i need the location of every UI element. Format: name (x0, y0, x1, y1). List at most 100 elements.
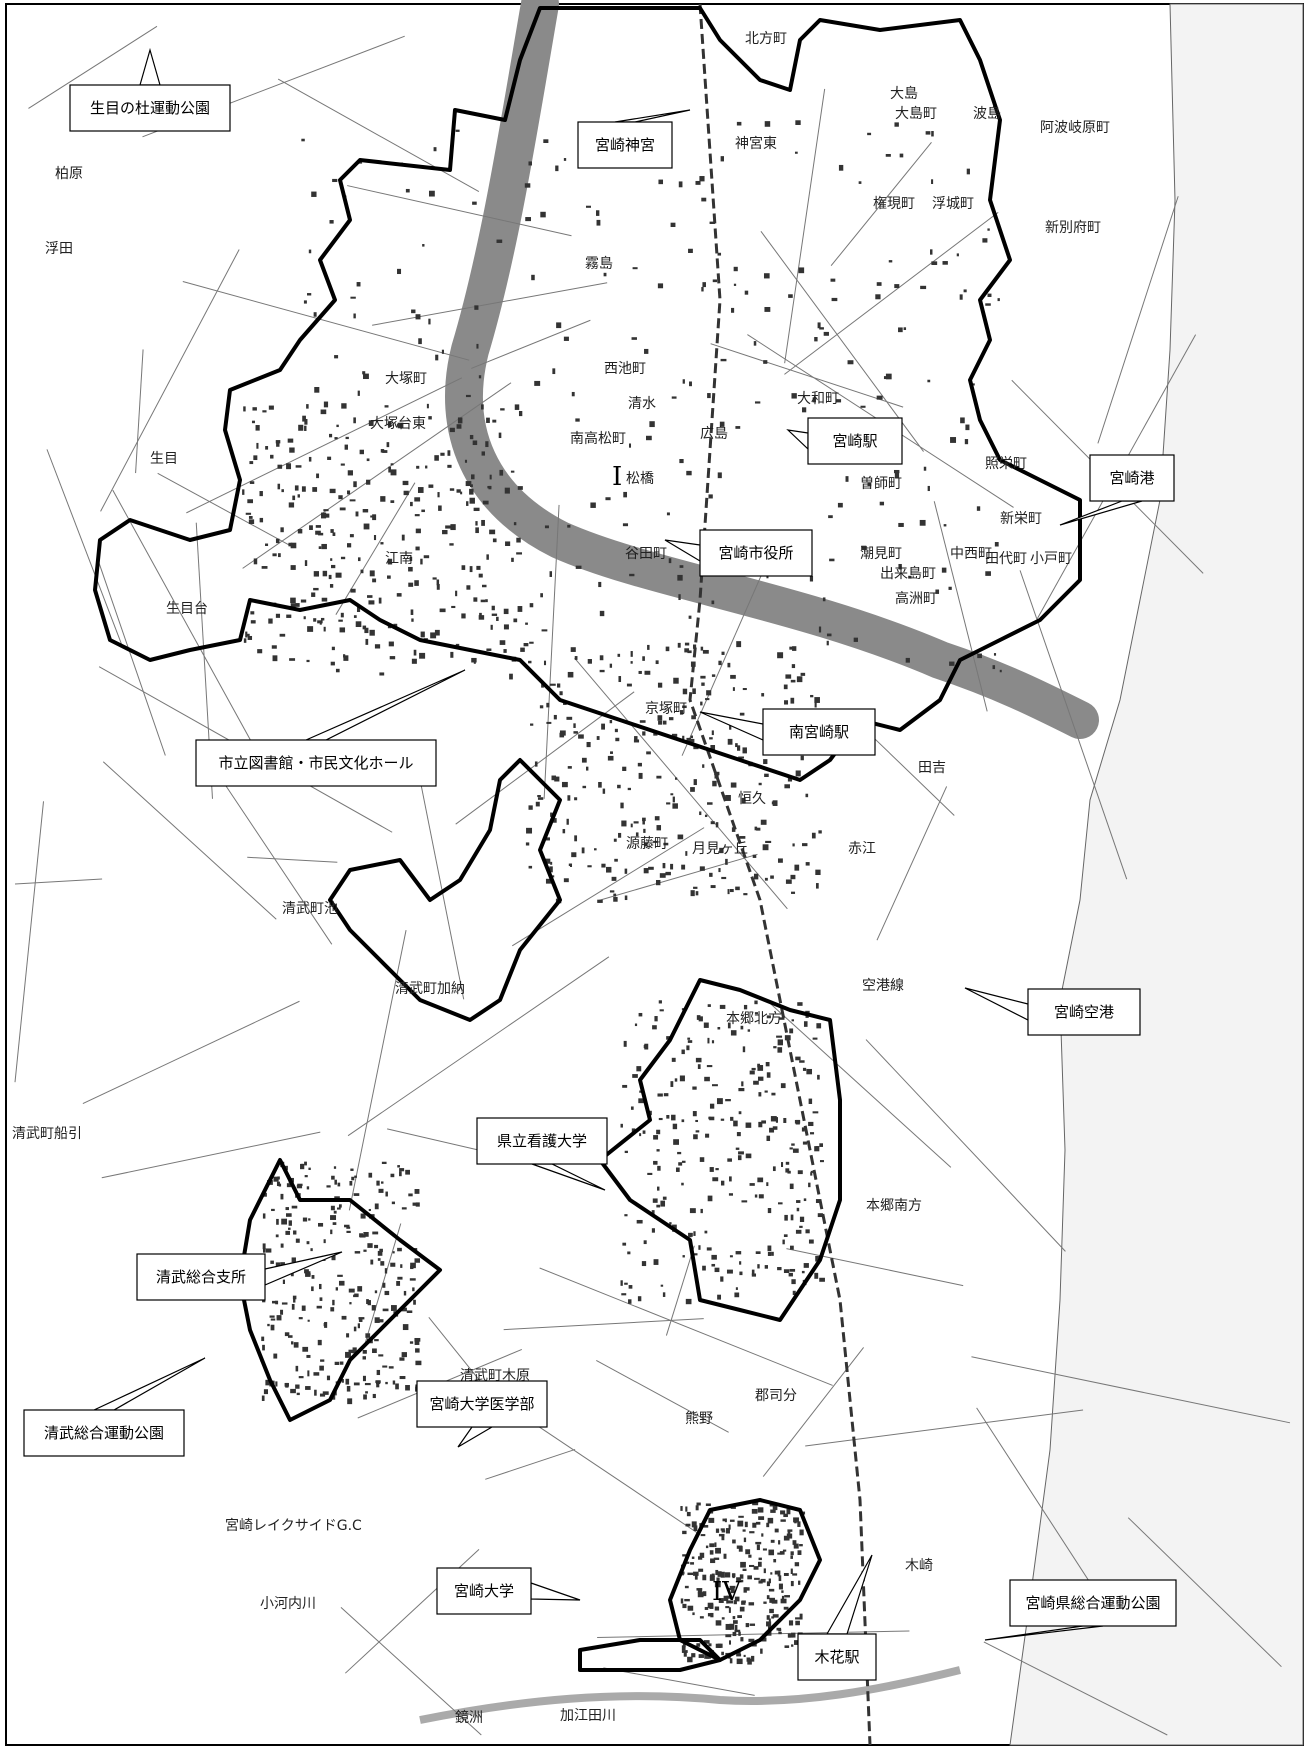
building-dot (789, 1268, 796, 1272)
building-dot (943, 524, 947, 527)
building-dot (690, 890, 695, 897)
building-dot (712, 279, 718, 283)
building-dot (767, 1208, 772, 1214)
building-dot (763, 1568, 766, 1574)
building-dot (330, 1229, 333, 1235)
building-dot (656, 1129, 661, 1135)
building-dot (352, 1347, 357, 1354)
building-dot (418, 338, 422, 345)
building-dot (784, 1214, 788, 1221)
building-dot (279, 633, 286, 637)
building-dot (644, 670, 651, 675)
building-dot (411, 658, 417, 664)
building-dot (695, 180, 701, 185)
building-dot (799, 1544, 803, 1547)
building-dot (262, 410, 267, 413)
building-dot (275, 1300, 279, 1305)
building-dot (814, 701, 817, 708)
building-dot (313, 312, 317, 317)
road-segment (786, 1248, 964, 1287)
building-dot (574, 656, 578, 660)
building-dot (575, 418, 580, 422)
building-dot (783, 684, 788, 690)
building-dot (360, 1213, 366, 1219)
building-dot (333, 1210, 337, 1214)
building-dot (573, 723, 576, 728)
building-dot (414, 1339, 420, 1345)
building-dot (586, 766, 589, 771)
building-dot (700, 646, 704, 651)
building-dot (301, 1305, 306, 1311)
building-dot (767, 1626, 771, 1629)
building-dot (787, 776, 793, 782)
building-dot (252, 407, 257, 411)
building-dot (985, 303, 991, 306)
building-dot (511, 557, 514, 562)
building-dot (766, 1182, 769, 1187)
building-dot (875, 294, 881, 300)
building-dot (699, 1157, 705, 1162)
building-dot (795, 1617, 801, 1620)
building-dot (672, 803, 678, 809)
building-dot (381, 1161, 387, 1165)
building-dot (789, 646, 793, 650)
building-dot (392, 1380, 396, 1385)
building-dot (977, 653, 982, 659)
building-dot (367, 1300, 371, 1306)
building-dot (250, 611, 255, 615)
building-dot (812, 1037, 818, 1040)
building-dot (663, 1093, 669, 1097)
building-dot (711, 600, 715, 605)
building-dot (805, 1229, 810, 1234)
building-dot (818, 626, 822, 633)
building-dot (442, 530, 448, 535)
road-segment (135, 349, 144, 474)
building-dot (792, 1290, 796, 1296)
building-dot (420, 558, 423, 565)
place-name: 加江田川 (560, 1708, 616, 1724)
building-dot (630, 661, 633, 664)
building-dot (778, 1540, 781, 1545)
building-dot (714, 772, 719, 779)
place-name: 小河内川 (260, 1596, 316, 1612)
building-dot (714, 1542, 717, 1547)
building-dot (434, 629, 440, 636)
building-dot (399, 1171, 402, 1177)
building-dot (781, 1595, 785, 1600)
building-dot (415, 546, 420, 551)
building-dot (311, 592, 316, 597)
building-dot (397, 1247, 402, 1252)
building-dot (409, 1278, 416, 1281)
building-dot (526, 827, 533, 834)
building-dot (402, 1324, 409, 1331)
building-dot (643, 1240, 647, 1245)
building-dot (767, 1251, 772, 1256)
building-dot (513, 522, 517, 526)
building-dot (598, 581, 602, 588)
road-segment (597, 1630, 910, 1639)
building-dot (449, 427, 455, 433)
building-dot (751, 1273, 757, 1277)
building-dot (606, 866, 612, 873)
building-dot (301, 1163, 304, 1168)
building-dot (747, 1029, 751, 1032)
building-dot (422, 244, 425, 247)
building-dot (368, 1172, 373, 1178)
building-dot (696, 1643, 701, 1647)
building-dot (288, 502, 295, 508)
building-dot (793, 1543, 799, 1549)
building-dot (363, 523, 370, 530)
building-dot (748, 1638, 755, 1642)
building-dot (704, 1606, 709, 1610)
building-dot (417, 487, 424, 493)
building-dot (317, 1339, 322, 1346)
place-name: 木崎 (905, 1558, 933, 1574)
building-dot (263, 1389, 269, 1395)
building-dot (368, 1208, 371, 1212)
building-dot (456, 489, 461, 493)
building-dot (245, 512, 252, 515)
building-dot (537, 795, 541, 798)
building-dot (384, 405, 389, 408)
building-dot (755, 1541, 762, 1545)
building-dot (739, 712, 745, 716)
